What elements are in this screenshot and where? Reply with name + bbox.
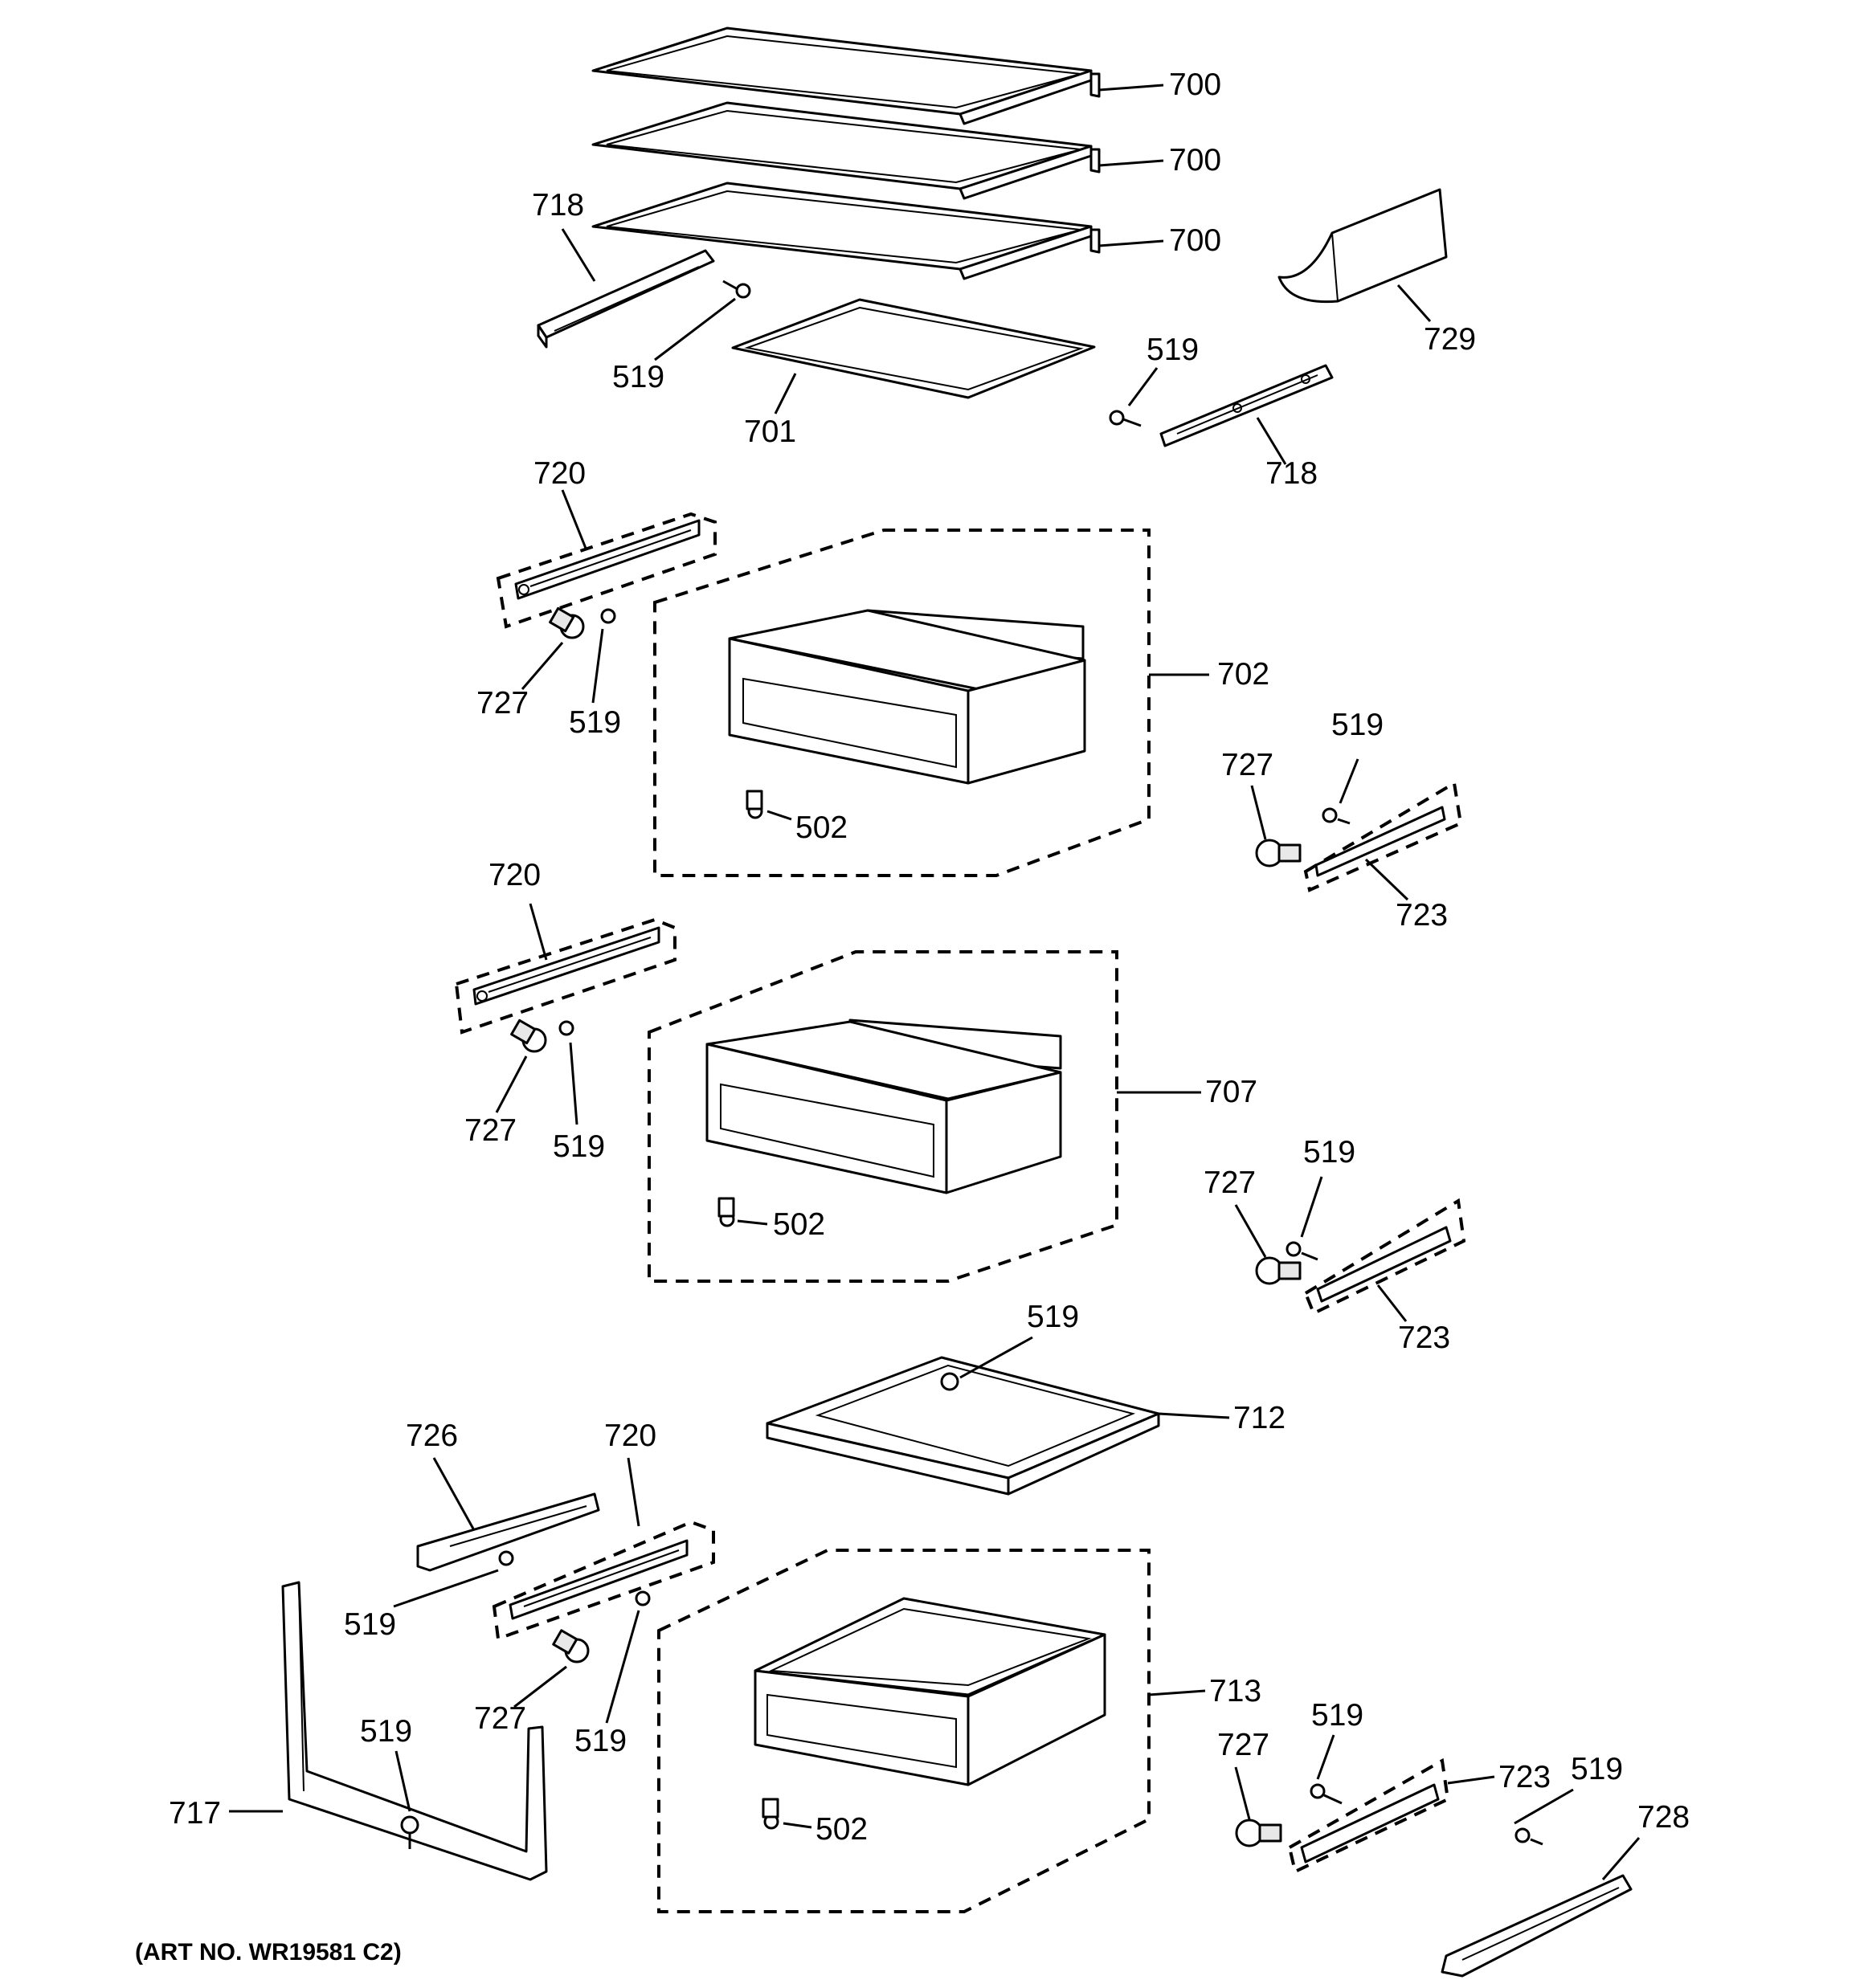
label-701: 701 (744, 414, 796, 449)
label-723-2: 723 (1398, 1321, 1450, 1355)
screw-519-support-left[interactable] (393, 1550, 514, 1608)
screw-519-cover[interactable] (940, 1336, 1033, 1391)
label-723-1: 723 (1396, 898, 1448, 933)
label-718-left: 718 (532, 188, 584, 222)
label-502-1: 502 (795, 810, 848, 845)
label-519-frame: 519 (360, 1714, 412, 1749)
label-713: 713 (1209, 1674, 1261, 1708)
screw-519-rail-right[interactable] (1109, 367, 1159, 427)
label-519-left-2: 519 (553, 1129, 605, 1164)
drawer-702[interactable] (653, 529, 1209, 877)
slide-720-left-3[interactable] (492, 1457, 715, 1641)
slide-720-left-1[interactable] (496, 489, 717, 629)
roller-727-left-1[interactable] (521, 606, 585, 690)
roller-727-left-3[interactable] (513, 1629, 590, 1708)
screw-519-rail-left[interactable] (654, 280, 751, 361)
label-718-right: 718 (1265, 456, 1318, 491)
glass-shelf-701[interactable] (731, 298, 1096, 414)
shelf-700-lower[interactable] (591, 182, 1164, 280)
screw-519-right-1[interactable] (1322, 758, 1359, 825)
slide-720-left-2[interactable] (454, 903, 676, 1035)
support-726-left[interactable] (416, 1457, 600, 1572)
roller-727-left-2[interactable] (495, 1018, 547, 1113)
label-726: 726 (406, 1419, 458, 1453)
screw-519-left-3[interactable] (605, 1590, 651, 1724)
label-519-rail-right: 519 (1147, 333, 1199, 367)
roller-727-right-1[interactable] (1250, 785, 1302, 867)
screw-519-right-2[interactable] (1286, 1176, 1323, 1261)
shelf-700-top[interactable] (591, 27, 1164, 125)
art-number: (ART NO. WR19581 C2) (135, 1939, 402, 1966)
screw-502-drawer-1[interactable] (746, 790, 792, 821)
shelf-700-middle[interactable] (591, 101, 1164, 200)
slide-723-right-1[interactable] (1303, 780, 1463, 901)
label-519-left-3: 519 (574, 1724, 627, 1758)
label-519-right-2: 519 (1303, 1135, 1355, 1170)
label-519-left-1: 519 (569, 705, 621, 740)
label-700-lower: 700 (1169, 223, 1221, 258)
label-720-2: 720 (488, 858, 541, 892)
label-727-left-1: 727 (476, 686, 529, 720)
label-519-right-3: 519 (1311, 1698, 1363, 1733)
label-519-support-left: 519 (344, 1607, 396, 1642)
label-519-rail-left: 519 (612, 360, 664, 394)
label-502-2: 502 (773, 1207, 825, 1242)
label-720-3: 720 (604, 1419, 656, 1453)
label-727-left-3: 727 (474, 1701, 526, 1736)
label-519-support-right: 519 (1571, 1752, 1623, 1786)
label-519-cover: 519 (1027, 1300, 1079, 1334)
label-717: 717 (169, 1796, 221, 1831)
label-729: 729 (1424, 322, 1476, 357)
drawer-707[interactable] (648, 950, 1201, 1283)
label-727-left-2: 727 (464, 1113, 517, 1148)
label-727-right-1: 727 (1221, 748, 1273, 782)
label-727-right-2: 727 (1204, 1165, 1256, 1200)
label-707: 707 (1205, 1075, 1257, 1109)
label-728: 728 (1637, 1800, 1690, 1835)
label-712: 712 (1233, 1401, 1286, 1435)
roller-727-right-3[interactable] (1234, 1766, 1282, 1847)
screw-519-left-2[interactable] (558, 1020, 578, 1125)
support-728-right[interactable] (1441, 1837, 1641, 1978)
label-727-right-3: 727 (1217, 1728, 1269, 1762)
screw-519-frame[interactable] (394, 1750, 419, 1849)
screw-519-support-right[interactable] (1514, 1788, 1574, 1846)
slide-723-right-2[interactable] (1303, 1198, 1466, 1322)
label-519-right-1: 519 (1331, 708, 1384, 742)
screw-502-drawer-2[interactable] (717, 1197, 768, 1227)
roller-727-right-2[interactable] (1234, 1204, 1302, 1285)
drawer-713[interactable] (657, 1549, 1206, 1913)
label-723-3: 723 (1498, 1760, 1551, 1794)
slide-723-right-3[interactable] (1287, 1757, 1495, 1874)
label-700-top: 700 (1169, 67, 1221, 102)
shield-729[interactable] (1277, 188, 1448, 322)
pan-cover-712[interactable] (766, 1356, 1230, 1496)
screw-502-drawer-3[interactable] (762, 1798, 812, 1830)
label-700-middle: 700 (1169, 143, 1221, 178)
label-720-1: 720 (533, 456, 586, 491)
rail-718-left[interactable] (537, 228, 715, 349)
screw-519-left-1[interactable] (591, 608, 616, 704)
label-502-3: 502 (815, 1812, 868, 1847)
label-702: 702 (1217, 657, 1269, 692)
callout-labels: 700 700 700 718 519 701 519 718 729 720 … (135, 67, 1690, 1966)
screw-519-right-3[interactable] (1310, 1734, 1343, 1805)
rail-718-right[interactable] (1159, 364, 1334, 465)
